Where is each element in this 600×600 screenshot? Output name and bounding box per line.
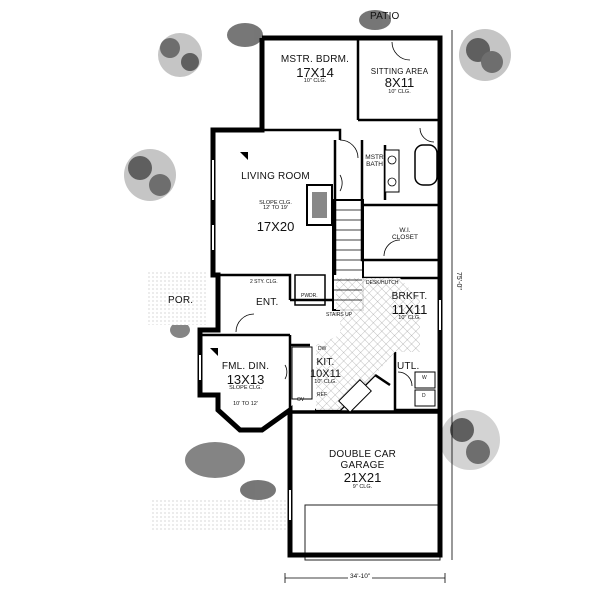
master-bath-name: MSTR bbox=[365, 154, 384, 161]
shrubs-south bbox=[170, 322, 276, 500]
dining-label: FML. DIN. 13X13 SLOPE CLG. 10' TO 12' bbox=[208, 361, 283, 408]
master-bedroom-label: MSTR. BDRM. 17X14 10" CLG. bbox=[275, 54, 355, 85]
sitting-area-name: SITTING AREA bbox=[370, 67, 429, 76]
washer bbox=[414, 371, 436, 389]
powder-label: PWDR. bbox=[301, 293, 318, 299]
desk-hutch-label: DESK/HUTCH bbox=[366, 280, 399, 286]
dryer bbox=[414, 389, 436, 407]
sitting-area-size: 8X11 bbox=[384, 75, 415, 91]
bathtub bbox=[414, 144, 438, 186]
garage-ceiling: 9" CLG. bbox=[352, 483, 373, 490]
kitchen-island bbox=[338, 379, 372, 413]
dining-size: 13X13 bbox=[226, 371, 265, 387]
dishwasher-label: DW bbox=[318, 346, 327, 352]
kitchen-counter bbox=[291, 346, 313, 400]
master-bedroom-name: MSTR. BDRM. bbox=[280, 54, 350, 65]
tree-west bbox=[124, 149, 176, 201]
tree-north-east bbox=[459, 29, 511, 81]
breakfast-ceiling: 10" CLG. bbox=[398, 315, 421, 322]
living-room-label: LIVING ROOM SLOPE CLG. 12' TO 19' 17X20 bbox=[218, 171, 333, 235]
entry-ceiling-label: 2 STY. CLG. bbox=[250, 279, 278, 285]
kitchen-name: KIT. bbox=[316, 357, 335, 368]
closet-name-2: CLOSET bbox=[391, 233, 418, 241]
garage-name-2: GARAGE bbox=[340, 459, 385, 471]
garage-name: DOUBLE CAR bbox=[328, 449, 396, 460]
porch-label: POR. bbox=[168, 295, 194, 306]
garage-size: 21X21 bbox=[343, 470, 382, 485]
garage-label: DOUBLE CAR GARAGE 21X21 9" CLG. bbox=[310, 449, 415, 490]
refrigerator-label: REF bbox=[317, 392, 327, 398]
dining-name: FML. DIN. bbox=[221, 361, 270, 372]
garden-bed-west bbox=[148, 270, 208, 325]
tree-north-west bbox=[158, 33, 202, 77]
width-dimension-label: 34'-10" bbox=[348, 573, 373, 581]
living-room-ceiling: SLOPE CLG. bbox=[259, 199, 292, 206]
stair-treads bbox=[334, 209, 362, 301]
sitting-area-label: SITTING AREA 8X11 10" CLG. bbox=[362, 67, 437, 96]
breakfast-size: 11X11 bbox=[391, 301, 428, 317]
kitchen-label: KIT. 10X11 10" CLG. bbox=[303, 357, 348, 386]
utility-label: UTL. bbox=[397, 361, 420, 372]
living-room-ceiling-2: 12' TO 19' bbox=[263, 205, 288, 212]
kitchen-size: 10X11 bbox=[310, 367, 341, 380]
stairs-label: STAIRS UP bbox=[326, 312, 353, 318]
oven-label: OV bbox=[297, 397, 305, 403]
master-bath-label: MSTR BATH bbox=[362, 154, 387, 169]
master-bath-name-2: BATH bbox=[366, 160, 383, 168]
master-bedroom-ceiling: 10" CLG. bbox=[303, 78, 327, 85]
door-swings bbox=[235, 41, 435, 387]
living-room-name: LIVING ROOM bbox=[241, 171, 310, 182]
kitchen-ceiling: 10" CLG. bbox=[314, 379, 337, 386]
breakfast-name: BRKFT. bbox=[391, 291, 428, 302]
breakfast-label: BRKFT. 11X11 10" CLG. bbox=[382, 291, 437, 322]
vanity bbox=[384, 149, 400, 193]
tile-floor bbox=[316, 278, 420, 410]
walkway bbox=[150, 500, 290, 530]
entry-label: ENT. bbox=[256, 297, 279, 308]
windows bbox=[199, 160, 441, 520]
dining-ceiling: SLOPE CLG. bbox=[229, 385, 262, 392]
slope-ceiling-mark-dining bbox=[210, 348, 218, 356]
washer-label: W bbox=[422, 375, 427, 381]
living-room-size: 17X20 bbox=[256, 219, 295, 235]
sitting-area-ceiling: 10" CLG. bbox=[388, 89, 411, 96]
landscaping bbox=[124, 10, 511, 530]
hedge-north bbox=[227, 10, 391, 47]
depth-dimension-label: 75'-0" bbox=[455, 272, 462, 290]
patio-label: PATIO bbox=[370, 11, 400, 22]
master-bedroom-size: 17X14 bbox=[296, 64, 334, 80]
dryer-label: D bbox=[422, 393, 426, 399]
closet-label: W.I. CLOSET bbox=[370, 227, 440, 242]
tree-east bbox=[440, 410, 500, 470]
driveway bbox=[304, 504, 441, 561]
dining-ceiling-2: 10' TO 12' bbox=[233, 400, 258, 407]
closet-name: W.I. bbox=[399, 227, 411, 234]
slope-ceiling-mark-living bbox=[240, 152, 248, 160]
